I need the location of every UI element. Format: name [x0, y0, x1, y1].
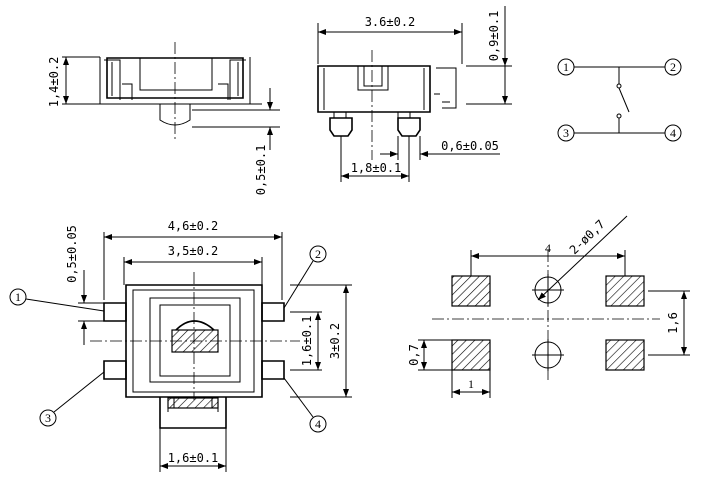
pin-label: 3 — [563, 126, 569, 140]
pin-callout: 1 — [15, 290, 21, 304]
dim-fp-pad-h: 0,7 — [407, 344, 421, 366]
pad — [605, 275, 645, 307]
dim-top-height: 3±0.2 — [328, 323, 342, 359]
pin-label: 2 — [670, 60, 676, 74]
dim-front-height: 0,9±0.1 — [487, 11, 501, 62]
dim-front-pitch: 1,8±0.1 — [351, 161, 402, 175]
schematic: 1 2 3 4 — [557, 58, 682, 142]
pin-label: 1 — [563, 60, 569, 74]
pad — [451, 339, 491, 371]
dim-side-pin: 0,5±0.1 — [254, 145, 268, 196]
dim-front-pin: 0,6±0.05 — [441, 139, 499, 153]
top-view: 4,6±0.2 3,5±0.2 0,5±0.05 1,6±0.1 3±0.2 — [9, 219, 352, 472]
dim-fp-holes: 2-ø0,7 — [567, 217, 608, 257]
pin-callout: 2 — [315, 247, 321, 261]
dim-top-actuator: 1,6±0.1 — [168, 451, 219, 465]
pin-callout: 3 — [45, 411, 51, 425]
pin-callout: 4 — [315, 417, 321, 431]
dim-top-pitch: 1,6±0.1 — [300, 316, 314, 367]
dim-front-width: 3.6±0.2 — [365, 15, 416, 29]
pad — [451, 275, 491, 307]
dim-top-inner: 3,5±0.2 — [168, 244, 219, 258]
dim-side-height: 1,4±0.2 — [47, 57, 61, 108]
dim-fp-pitch: 4 — [545, 241, 551, 255]
dim-top-outer: 4,6±0.2 — [168, 219, 219, 233]
pad — [605, 339, 645, 371]
dim-top-pin: 0,5±0.05 — [65, 225, 79, 283]
footprint: 4 2-ø0,7 1,6 0,7 1 — [407, 215, 690, 398]
dim-fp-row: 1,6 — [666, 312, 680, 334]
front-view: 3.6±0.2 0,9±0.1 1,8±0.1 0,6±0.05 — [317, 6, 512, 182]
pin-label: 4 — [670, 126, 676, 140]
side-view: 1,4±0.2 0,5±0.1 — [47, 42, 280, 195]
dim-fp-pad-w: 1 — [468, 377, 474, 391]
